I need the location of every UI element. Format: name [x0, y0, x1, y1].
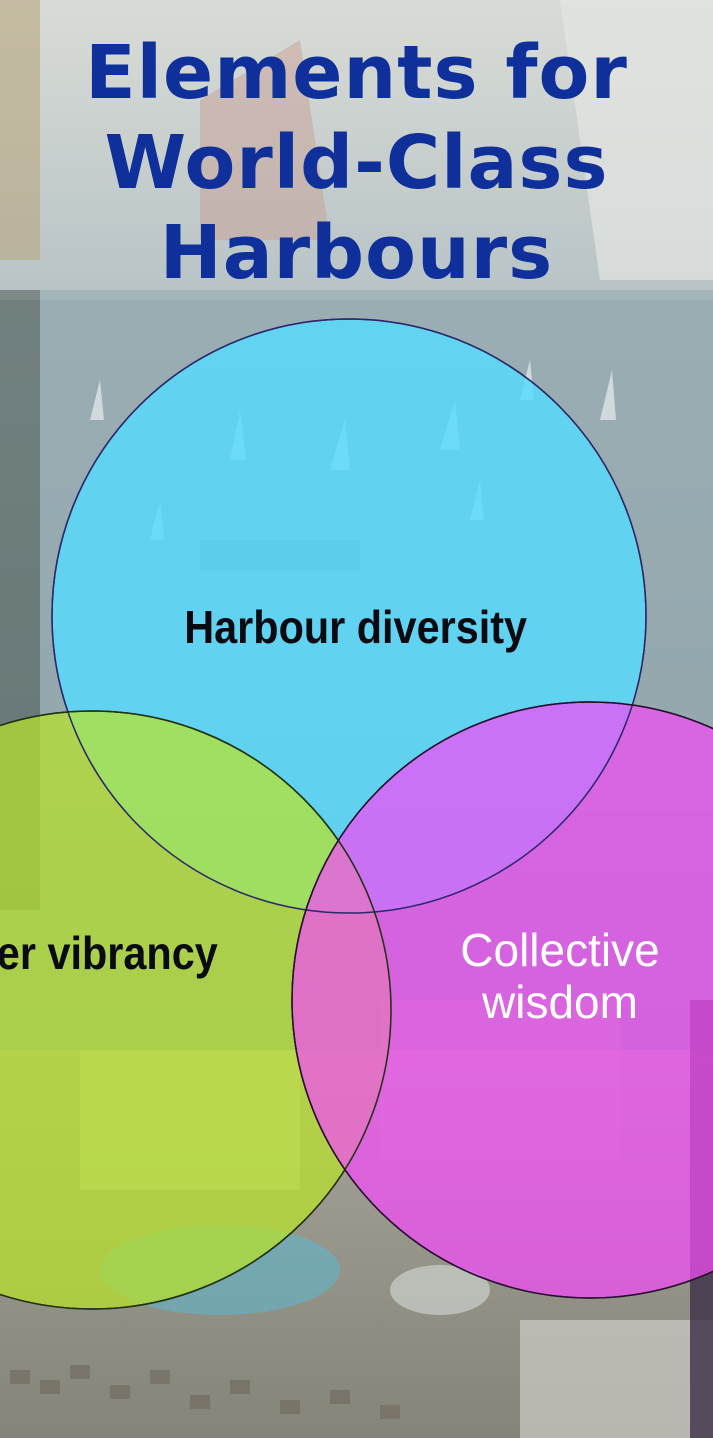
label-collective-wisdom-line-1: Collective	[460, 924, 660, 976]
label-waterfront-vibrancy: ater vibrancy	[0, 927, 218, 979]
title-line-2: World-Class	[104, 120, 609, 206]
label-collective-wisdom: Collective wisdom	[410, 924, 710, 1028]
slide-title: Elements for World-Class Harbours	[0, 28, 713, 298]
title-line-3: Harbours	[159, 210, 554, 296]
label-collective-wisdom-line-2: wisdom	[482, 976, 638, 1028]
title-line-1: Elements for	[85, 30, 628, 116]
label-harbour-diversity: Harbour diversity	[184, 601, 528, 653]
